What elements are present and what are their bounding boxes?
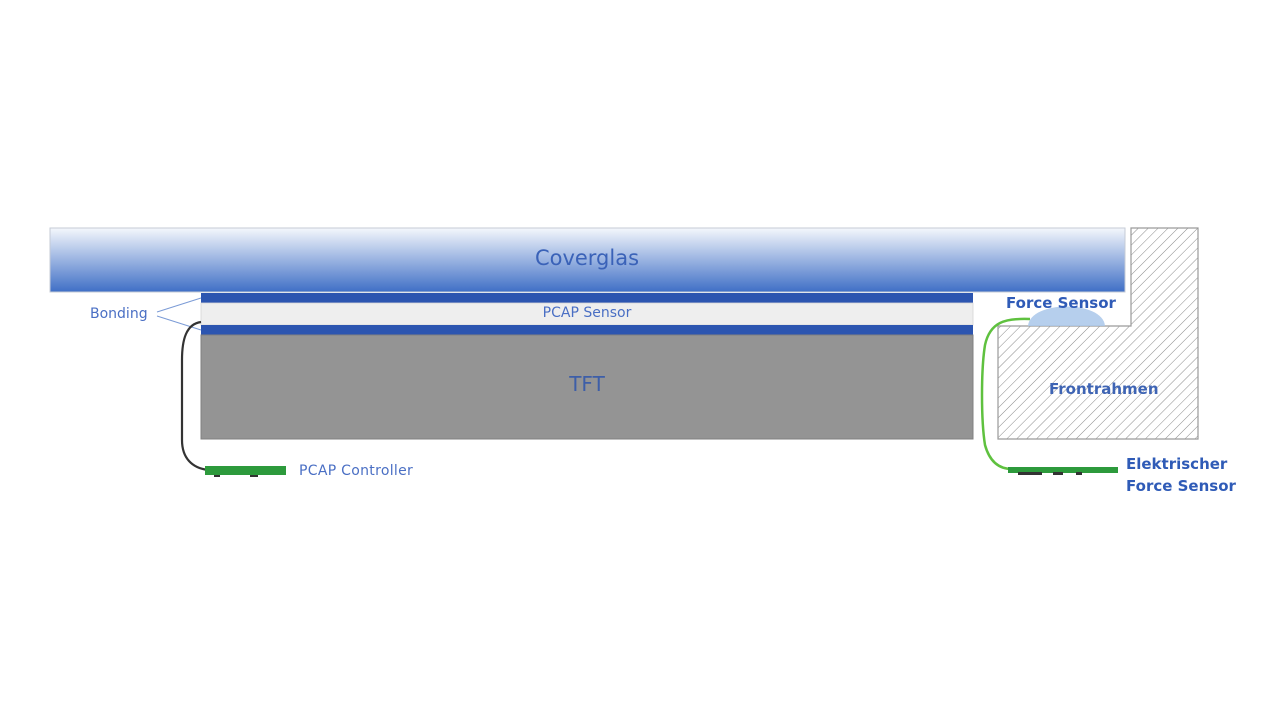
coverglas-layer <box>49 227 1126 293</box>
pcap-controller-label: PCAP Controller <box>299 463 414 479</box>
force-sensor-board-chip <box>1076 472 1082 475</box>
pcap-controller-chip <box>214 475 220 477</box>
force-sensor-pad <box>1028 306 1105 326</box>
bonding-leader-line-bottom <box>156 315 202 331</box>
pcap-flex-cable <box>180 320 209 472</box>
tft-layer <box>200 334 974 440</box>
bonding-label: Bonding <box>90 306 148 322</box>
frontrahmen-frame <box>997 227 1199 440</box>
bonding-layer-top <box>201 293 973 303</box>
pcap-controller-chip <box>250 475 258 477</box>
frontrahmen-label: Frontrahmen <box>1049 380 1159 398</box>
force-sensor-board-chip <box>1018 472 1042 475</box>
pcap-controller-board <box>205 466 286 475</box>
bonding-leader-line-top <box>156 297 202 313</box>
coverglas-label: Coverglas <box>534 246 640 270</box>
tft-label: TFT <box>569 372 605 396</box>
force-sensor-board-chip <box>1053 472 1063 475</box>
bonding-layer-bottom <box>201 325 973 335</box>
pcap-sensor-label: PCAP Sensor <box>542 305 632 321</box>
force-sensor-board <box>1008 467 1118 473</box>
electric-force-sensor-label: Elektrischer Force Sensor <box>1126 453 1236 497</box>
electric-force-sensor-label-line1: Elektrischer <box>1126 455 1228 473</box>
force-sensor-cable <box>980 317 1031 471</box>
force-sensor-label: Force Sensor <box>1006 294 1116 312</box>
electric-force-sensor-label-line2: Force Sensor <box>1126 477 1236 495</box>
